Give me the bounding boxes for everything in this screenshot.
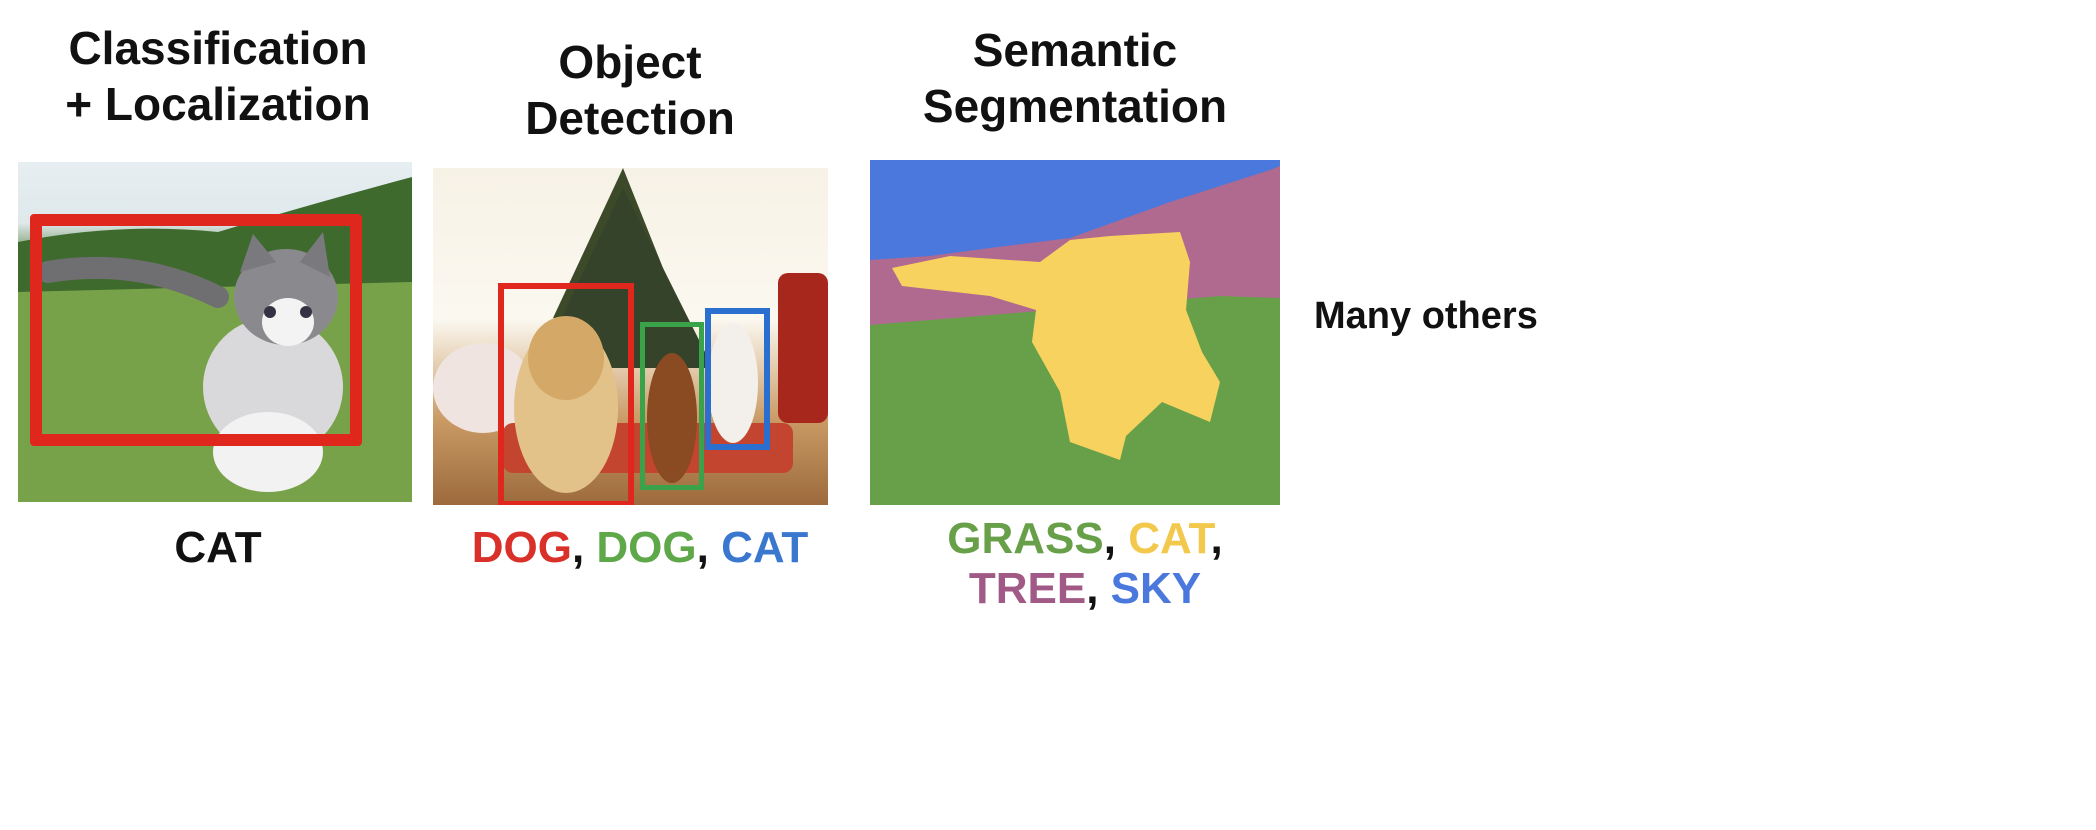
label-separator: , — [696, 523, 722, 572]
title-line: Detection — [525, 92, 735, 144]
label-cat: CAT — [174, 523, 262, 572]
label-dog-red: DOG — [471, 523, 572, 572]
bounding-box-cat — [30, 214, 362, 446]
title-line: Semantic — [972, 24, 1178, 76]
label-line: TREE, SKY — [875, 564, 1295, 614]
bounding-box-dog-red — [498, 283, 634, 505]
bounding-box-dog-green — [640, 322, 704, 490]
label-cat-blue: CAT — [721, 523, 809, 572]
classification-title: Classification + Localization — [18, 20, 418, 132]
label-grass: GRASS — [947, 514, 1104, 563]
title-line: Object — [558, 36, 702, 88]
label-cat-yellow: CAT — [1128, 514, 1211, 563]
label-sky: SKY — [1110, 564, 1202, 613]
title-line: + Localization — [65, 78, 371, 130]
segment-cat — [892, 232, 1220, 460]
label-separator: , — [1086, 564, 1111, 613]
semantic-segmentation-title: Semantic Segmentation — [875, 22, 1275, 134]
pets-photo — [433, 168, 828, 505]
segmentation-map — [870, 160, 1280, 505]
label-dog-green: DOG — [596, 523, 697, 572]
label-line: GRASS, CAT, — [875, 514, 1295, 564]
many-others-text: Many others — [1314, 295, 1538, 337]
label-separator: , — [571, 523, 597, 572]
label-separator: , — [1103, 514, 1129, 563]
bounding-box-cat-blue — [705, 308, 770, 450]
label-separator: , — [1210, 514, 1223, 563]
title-line: Classification — [68, 22, 368, 74]
title-line: Segmentation — [922, 80, 1228, 132]
label-tree: TREE — [968, 564, 1087, 613]
object-detection-label: DOG, DOG, CAT — [430, 523, 850, 573]
segmentation-label: GRASS, CAT, TREE, SKY — [875, 514, 1295, 614]
object-detection-title: Object Detection — [430, 34, 830, 146]
kitten-photo — [18, 162, 412, 502]
classification-label: CAT — [18, 523, 418, 573]
